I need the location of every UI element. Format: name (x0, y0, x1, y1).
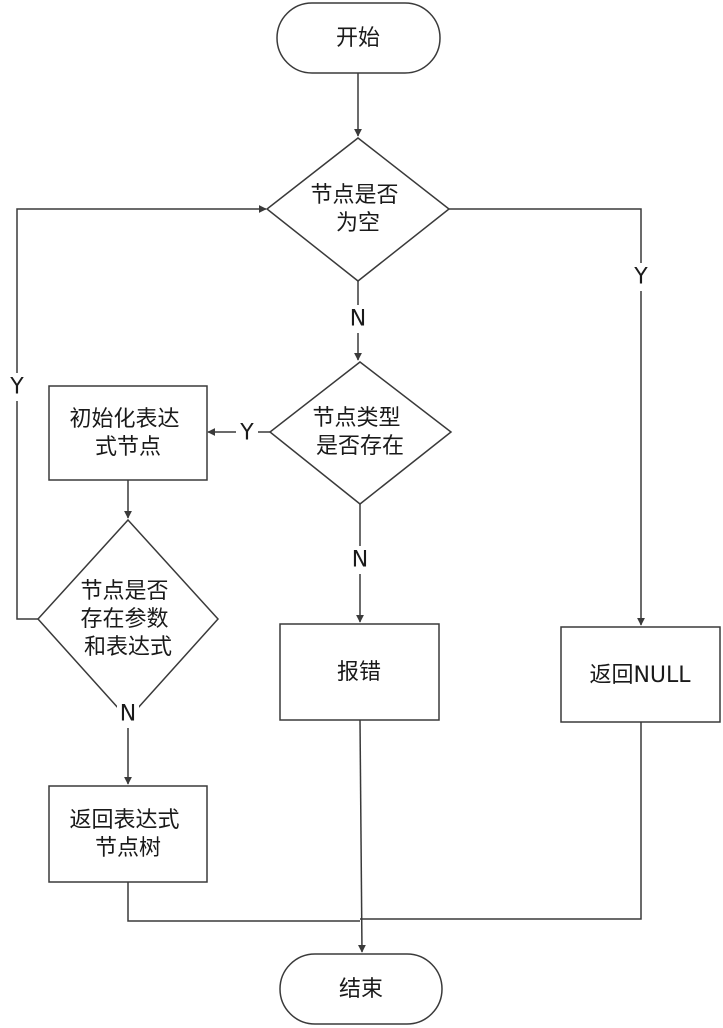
empty-yes-label: Y (633, 265, 648, 290)
return-null-label: 返回NULL (589, 663, 691, 688)
type-no-label: N (352, 548, 368, 573)
empty-no-label: N (350, 307, 366, 332)
empty-check-decision: 节点是否 为空 (265, 137, 451, 282)
start-node-label: 开始 (336, 26, 380, 51)
error-label: 报错 (337, 660, 381, 685)
type-check-decision: 节点类型 是否存在 (268, 361, 453, 505)
nodes: 开始 节点是否 为空 节点类型 是否存在 初始化表达 式节点 (36, 2, 721, 1025)
edge-labels: N Y Y N Y N (6, 263, 652, 728)
params-yes-label: Y (9, 375, 24, 400)
init-node-label: 初始化表达 式节点 (69, 407, 186, 460)
start-node: 开始 (276, 2, 441, 74)
edge-error-to-end (357, 719, 366, 953)
edge-params-yes-loop-to-empty-check (16, 205, 267, 620)
params-check-label: 节点是否 存在参数 和表达式 (80, 579, 175, 660)
type-yes-label: Y (239, 421, 254, 446)
empty-check-label: 节点是否 为空 (310, 183, 405, 236)
return-tree-label: 返回表达式 节点树 (69, 808, 186, 861)
edge-return-tree-to-merge (127, 882, 360, 922)
init-node-process: 初始化表达 式节点 (48, 385, 208, 481)
end-node-label: 结束 (339, 977, 383, 1002)
params-check-decision: 节点是否 存在参数 和表达式 (36, 518, 220, 721)
return-null-process: 返回NULL (560, 626, 721, 723)
edge-empty-yes-to-return-null (449, 208, 645, 626)
end-node: 结束 (279, 953, 443, 1025)
return-tree-process: 返回表达式 节点树 (48, 785, 208, 883)
params-no-label: N (120, 702, 136, 727)
type-check-label: 节点类型 是否存在 (312, 406, 407, 459)
error-process: 报错 (279, 623, 440, 721)
edge-return-null-to-merge (360, 722, 642, 920)
